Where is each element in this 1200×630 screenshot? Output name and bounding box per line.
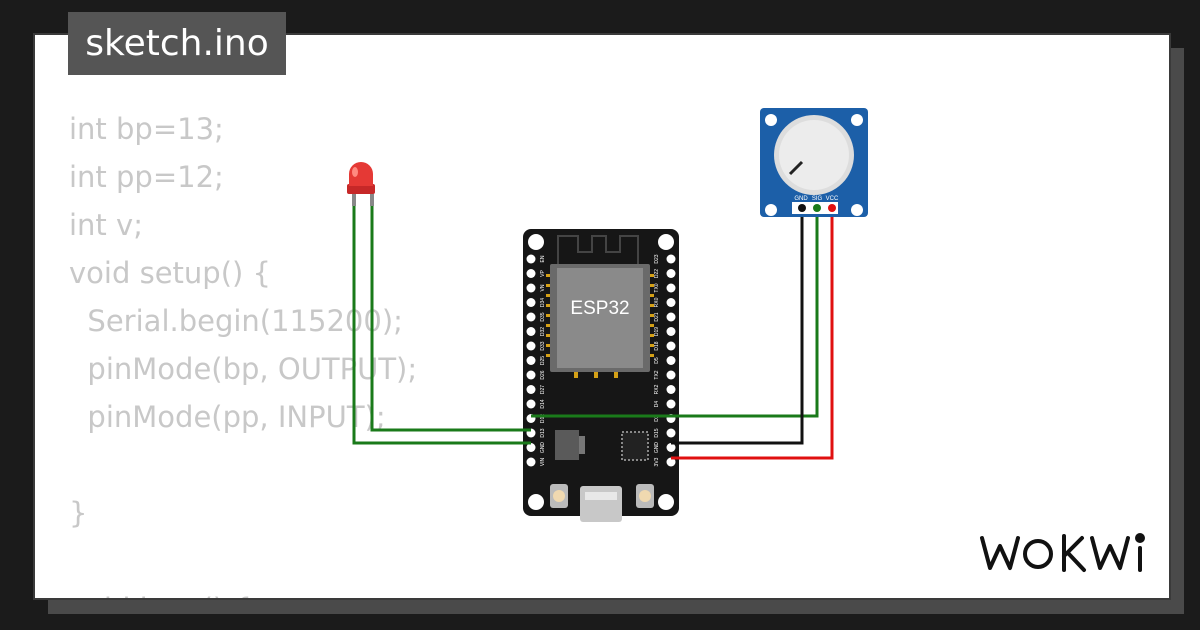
- esp32-chip: ESP32: [550, 264, 650, 372]
- esp32-pin[interactable]: [666, 312, 676, 322]
- esp32-pin[interactable]: [526, 443, 536, 452]
- esp32-pin[interactable]: [526, 399, 536, 409]
- esp32-pin-label: D5: [654, 357, 660, 364]
- usb-port: [580, 486, 622, 522]
- esp32-pin-label: D12: [540, 414, 546, 423]
- esp32-pin-label: D22: [654, 269, 660, 278]
- esp32-pin[interactable]: [526, 385, 536, 394]
- pot-knob-pointer: [788, 160, 804, 176]
- preview-card: int bp=13; int pp=12; int v; void setup() {…: [33, 33, 1171, 600]
- boot-button[interactable]: [636, 484, 654, 508]
- esp32-board[interactable]: ESP32: [523, 229, 679, 522]
- wire-led-anode: [352, 202, 531, 445]
- wire-pot-vcc: [671, 207, 834, 460]
- esp32-pin-label: D34: [540, 298, 546, 307]
- potentiometer[interactable]: GND SIG VCC: [760, 108, 868, 217]
- esp32-pin[interactable]: [666, 370, 676, 380]
- esp32-pin[interactable]: [526, 457, 536, 467]
- esp32-pin[interactable]: [666, 385, 676, 394]
- esp32-pin[interactable]: [526, 341, 536, 351]
- esp32-pin-label: VN: [540, 284, 546, 291]
- esp32-pin[interactable]: [666, 457, 676, 467]
- esp32-pin-label: D15: [654, 428, 660, 437]
- pot-pin-vcc: VCC: [826, 196, 839, 202]
- wires: [352, 202, 834, 460]
- code-line: pinMode(bp, OUTPUT);: [69, 352, 418, 386]
- esp32-pin[interactable]: [666, 283, 676, 293]
- esp32-pin-label: D4: [654, 401, 660, 408]
- wire-led-cathode: [370, 202, 531, 432]
- code-editor-preview: int bp=13; int pp=12; int v; void setup() {…: [69, 105, 418, 598]
- pot-pin-gnd: GND: [794, 196, 808, 202]
- esp32-pin[interactable]: [526, 298, 536, 307]
- file-tab[interactable]: sketch.ino: [68, 12, 286, 75]
- wire-pot-sig: [531, 207, 819, 418]
- esp32-pin[interactable]: [666, 254, 676, 264]
- en-button[interactable]: [550, 484, 568, 508]
- esp32-pin[interactable]: [526, 283, 536, 293]
- esp32-pin[interactable]: [666, 269, 676, 278]
- esp32-pin-label: D21: [654, 312, 660, 321]
- code-line: void loop() {: [69, 585, 417, 598]
- esp32-pin-label: D18: [654, 341, 660, 350]
- esp32-pin-label: D26: [540, 370, 546, 379]
- esp32-pin-label: 3V3: [654, 457, 660, 466]
- code-line: }: [69, 496, 88, 530]
- pot-pin-sig: SIG: [812, 196, 823, 202]
- esp32-pin-label: D35: [540, 312, 546, 321]
- code-line: Serial.begin(115200);: [69, 304, 403, 338]
- code-line: int bp=13;: [69, 112, 224, 146]
- esp32-pin[interactable]: [526, 370, 536, 380]
- code-line: int v;: [69, 208, 143, 242]
- code-line: pinMode(pp, INPUT);: [69, 400, 386, 434]
- esp32-pin-label: RX0: [654, 297, 660, 307]
- esp32-pin[interactable]: [666, 428, 676, 438]
- esp32-pin-label: RX2: [654, 384, 660, 394]
- esp32-pin-label: D32: [540, 327, 546, 336]
- code-line: int pp=12;: [69, 160, 224, 194]
- esp32-pin-label: D2: [654, 415, 660, 422]
- esp32-pin[interactable]: [666, 443, 676, 452]
- circuit-diagram: ESP32: [347, 108, 868, 522]
- esp32-pin-label: D13: [540, 428, 546, 437]
- esp32-pin-label: GND: [654, 442, 660, 454]
- esp32-pin[interactable]: [666, 356, 676, 365]
- esp32-label: ESP32: [570, 298, 629, 319]
- esp32-pin[interactable]: [526, 356, 536, 365]
- esp32-pin[interactable]: [526, 327, 536, 336]
- esp32-pin[interactable]: [666, 341, 676, 351]
- esp32-pin-label: TX0: [654, 283, 660, 292]
- wokwi-logo: [980, 533, 1145, 572]
- esp32-pin[interactable]: [526, 269, 536, 278]
- esp32-pin-label: TX2: [654, 370, 660, 379]
- esp32-pin-label: D27: [540, 385, 546, 394]
- esp32-pin-label: D14: [540, 399, 546, 408]
- esp32-pin[interactable]: [666, 399, 676, 409]
- esp32-pin-label: EN: [540, 255, 546, 262]
- file-tab-label: sketch.ino: [85, 23, 269, 64]
- esp32-pin-label: GND: [540, 442, 546, 454]
- esp32-pin-label: D33: [540, 341, 546, 350]
- esp32-pin-label: D19: [654, 327, 660, 336]
- red-led[interactable]: [347, 162, 375, 206]
- wire-pot-gnd: [671, 207, 804, 445]
- esp32-pin[interactable]: [526, 254, 536, 264]
- esp32-pin-label: VIN: [540, 457, 546, 466]
- code-line: void setup() {: [69, 256, 271, 290]
- esp32-pin[interactable]: [666, 327, 676, 336]
- esp32-pin-label: D25: [540, 356, 546, 365]
- esp32-pin[interactable]: [526, 312, 536, 322]
- esp32-pin[interactable]: [666, 298, 676, 307]
- esp32-pin-label: D23: [654, 254, 660, 263]
- esp32-pin-label: VP: [540, 270, 546, 277]
